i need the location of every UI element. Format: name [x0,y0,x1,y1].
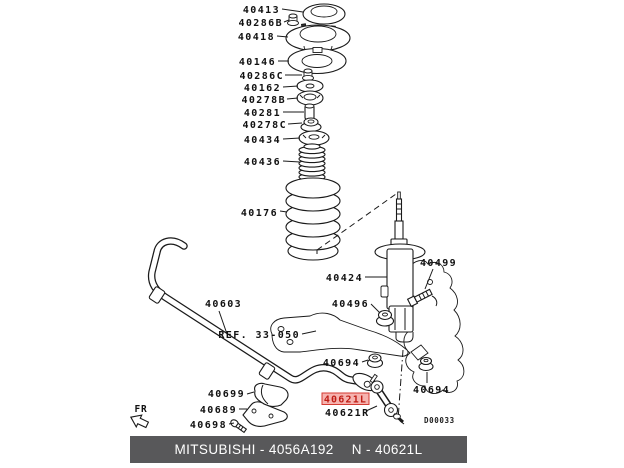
front-direction-arrow [129,414,150,429]
label-40499[interactable]: 40499 [420,258,457,269]
label-40434[interactable]: 40434 [244,135,281,146]
label-fr: FR [134,404,147,415]
dust-boot-40436 [298,143,326,182]
leader-lines [218,8,434,425]
label-drawing-number: D00033 [424,416,455,425]
label-40424[interactable]: 40424 [326,273,363,284]
label-40413[interactable]: 40413 [243,5,280,16]
bushing-40281 [304,103,315,120]
nut-40278C [300,117,322,133]
footer-selected-part: N - 40621L [351,442,423,457]
label-40699[interactable]: 40699 [208,389,245,400]
cap-40413 [302,3,346,25]
nut-40694-right [410,344,434,372]
seat-40434 [298,130,330,146]
label-40689[interactable]: 40689 [200,405,237,416]
nut-40496 [375,309,395,327]
footer-brand-part: MITSUBISHI - 4056A192 [174,442,334,457]
link-centerline [397,349,404,421]
coil-spring-40176 [285,177,341,261]
bolt-40698 [230,419,248,434]
seat-40278B [296,90,324,106]
bar-collar-left [148,286,166,304]
label-40694-right[interactable]: 40694 [413,385,450,396]
label-40286C[interactable]: 40286C [239,71,284,82]
label-40698[interactable]: 40698 [190,420,227,431]
label-40176[interactable]: 40176 [241,208,278,219]
label-ref-33-050[interactable]: REF. 33-050 [218,330,300,341]
bracket-40689 [242,401,288,427]
label-40146[interactable]: 40146 [239,57,276,68]
spring-seat-40146 [287,47,347,75]
strut-mount-40418 [285,23,351,54]
washer-40162 [296,79,324,93]
label-40694-left[interactable]: 40694 [323,358,360,369]
label-40436[interactable]: 40436 [244,157,281,168]
lower-control-arm [270,312,409,357]
bolt-40499 [406,288,433,308]
label-40278C[interactable]: 40278C [242,120,287,131]
nut-40286C [302,68,314,82]
label-40418[interactable]: 40418 [238,32,275,43]
bar-collar-right [258,362,276,380]
label-40162[interactable]: 40162 [244,83,281,94]
highlight-box [321,392,370,405]
label-40278B[interactable]: 40278B [241,95,286,106]
footer-plate: MITSUBISHI - 4056A192 N - 40621L [130,436,467,463]
label-40286B[interactable]: 40286B [238,18,283,29]
label-40621L: 40621L [324,395,367,406]
nut-40694-left [366,353,384,369]
label-40621R[interactable]: 40621R [325,408,370,419]
stabilizer-link [369,373,405,425]
label-40603[interactable]: 40603 [205,299,242,310]
label-40281[interactable]: 40281 [244,108,281,119]
stabilizer-bar [147,237,378,392]
exploded-leader [316,193,397,257]
highlighted-part-label[interactable]: 40621L [321,392,370,406]
nut-40286B [287,13,299,27]
bar-bushing-40699 [254,382,289,407]
strut-40424 [374,191,426,343]
label-40496[interactable]: 40496 [332,299,369,310]
